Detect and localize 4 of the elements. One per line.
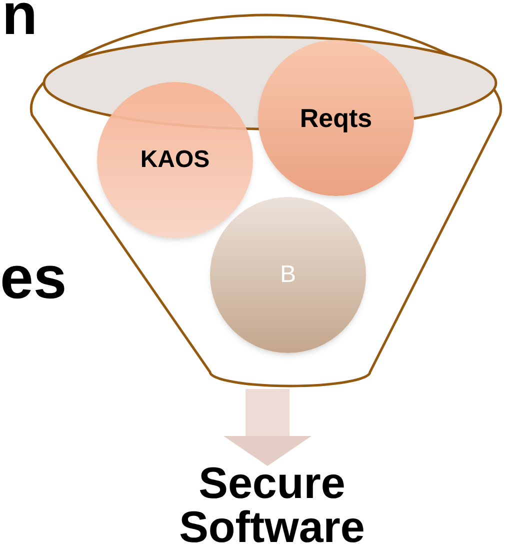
block-arrow	[224, 389, 312, 466]
cut-off-text: es	[0, 248, 67, 308]
cut-off-text: n	[2, 0, 38, 44]
output-text: Secure Software	[150, 462, 394, 552]
